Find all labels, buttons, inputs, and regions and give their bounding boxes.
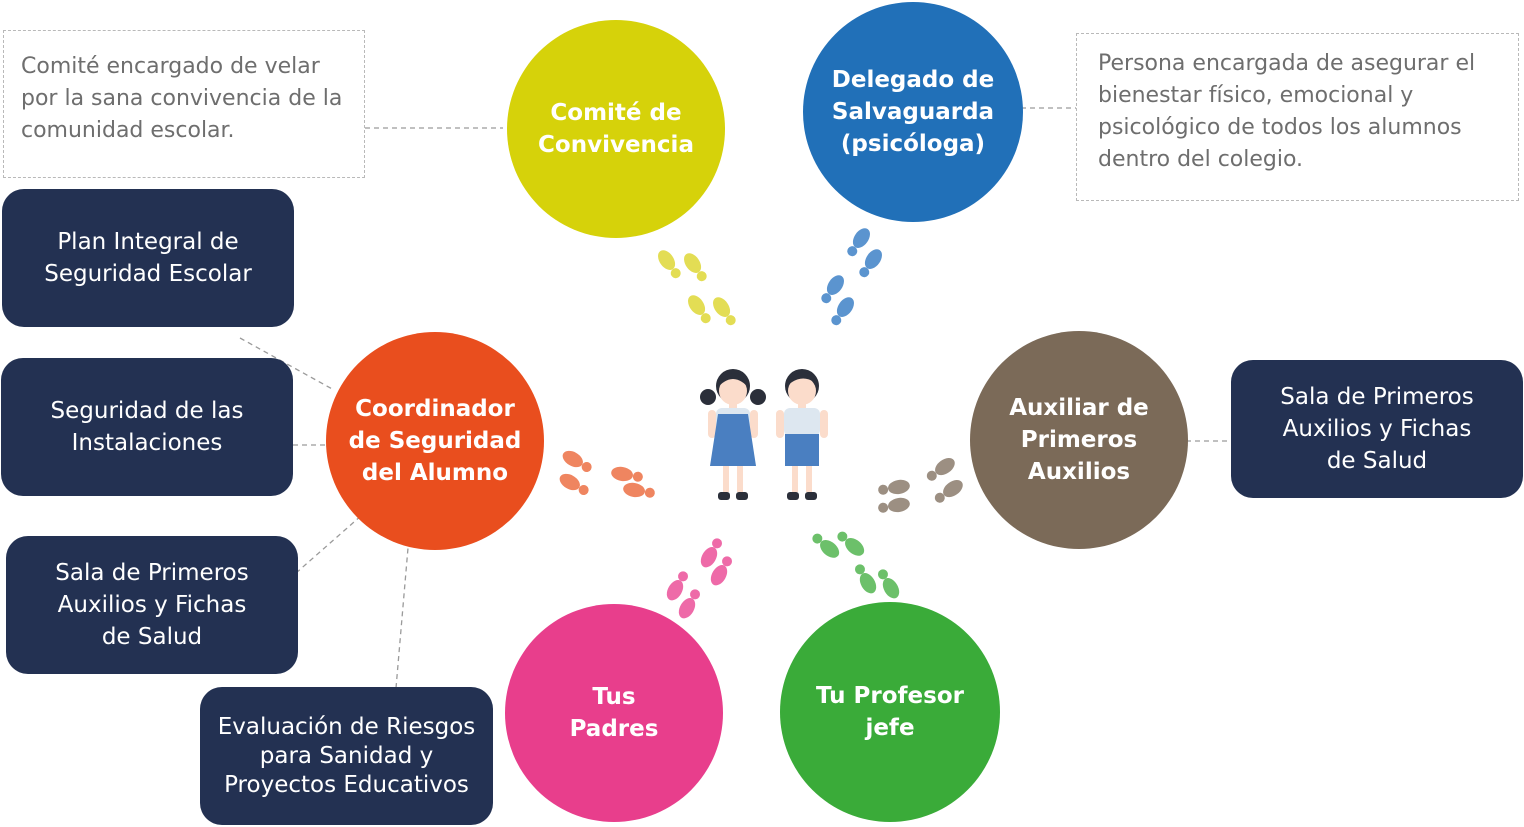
footprints-brown [877, 454, 966, 516]
connector-sala-left [295, 514, 363, 574]
circle-padres: Tus Padres [505, 604, 723, 822]
footprints-green [809, 527, 903, 602]
circle-coordinador-label: Coordinador de Seguridad del Alumno [348, 396, 522, 486]
box-plan-integral: Plan Integral de Seguridad Escolar [2, 189, 294, 327]
children-icon [700, 369, 828, 500]
circle-profesor: Tu Profesor jefe [780, 602, 1000, 822]
box-evaluacion-label: Evaluación de Riesgos para Sanidad y Pro… [217, 713, 476, 798]
note-delegado: Persona encargada de asegurar el bienest… [1076, 33, 1519, 201]
circle-profesor-label: Tu Profesor jefe [816, 683, 964, 741]
box-seguridad-instalaciones: Seguridad de las Instalaciones [1, 358, 293, 496]
note-comite-text: Comité encargado de velar por la sana co… [21, 54, 343, 143]
connector-evaluacion [395, 547, 409, 689]
circle-comite-label: Comité de Convivencia [538, 100, 694, 158]
circle-padres-label: Tus Padres [569, 684, 659, 742]
circle-auxiliar-label: Auxiliar de Primeros Auxilios [1009, 395, 1149, 485]
circle-auxiliar: Auxiliar de Primeros Auxilios [970, 331, 1188, 549]
box-sala-primeros-auxilios-right: Sala de Primeros Auxilios y Fichas de Sa… [1231, 360, 1523, 498]
girl-icon [700, 369, 766, 500]
circle-comite-convivencia: Comité de Convivencia [507, 20, 725, 238]
box-instalaciones-label: Seguridad de las Instalaciones [50, 398, 244, 456]
footprints-yellow [654, 247, 740, 329]
footprints-orange [556, 447, 656, 501]
circle-delegado-label: Delegado de Salvaguarda (psicóloga) [831, 67, 995, 157]
box-plan-label: Plan Integral de Seguridad Escolar [44, 229, 252, 287]
circle-coordinador: Coordinador de Seguridad del Alumno [326, 332, 544, 550]
boy-icon [776, 369, 828, 500]
note-delegado-text: Persona encargada de asegurar el bienest… [1098, 51, 1476, 172]
footprints-blue [817, 225, 886, 329]
box-sala-right-label: Sala de Primeros Auxilios y Fichas de Sa… [1280, 384, 1474, 474]
box-sala-left-label: Sala de Primeros Auxilios y Fichas de Sa… [55, 560, 249, 650]
note-comite: Comité encargado de velar por la sana co… [3, 30, 365, 178]
footprints-pink [663, 535, 736, 622]
circle-delegado-salvaguarda: Delegado de Salvaguarda (psicóloga) [803, 2, 1023, 222]
box-evaluacion-riesgos: Evaluación de Riesgos para Sanidad y Pro… [200, 687, 493, 825]
box-sala-primeros-auxilios-left: Sala de Primeros Auxilios y Fichas de Sa… [6, 536, 298, 674]
